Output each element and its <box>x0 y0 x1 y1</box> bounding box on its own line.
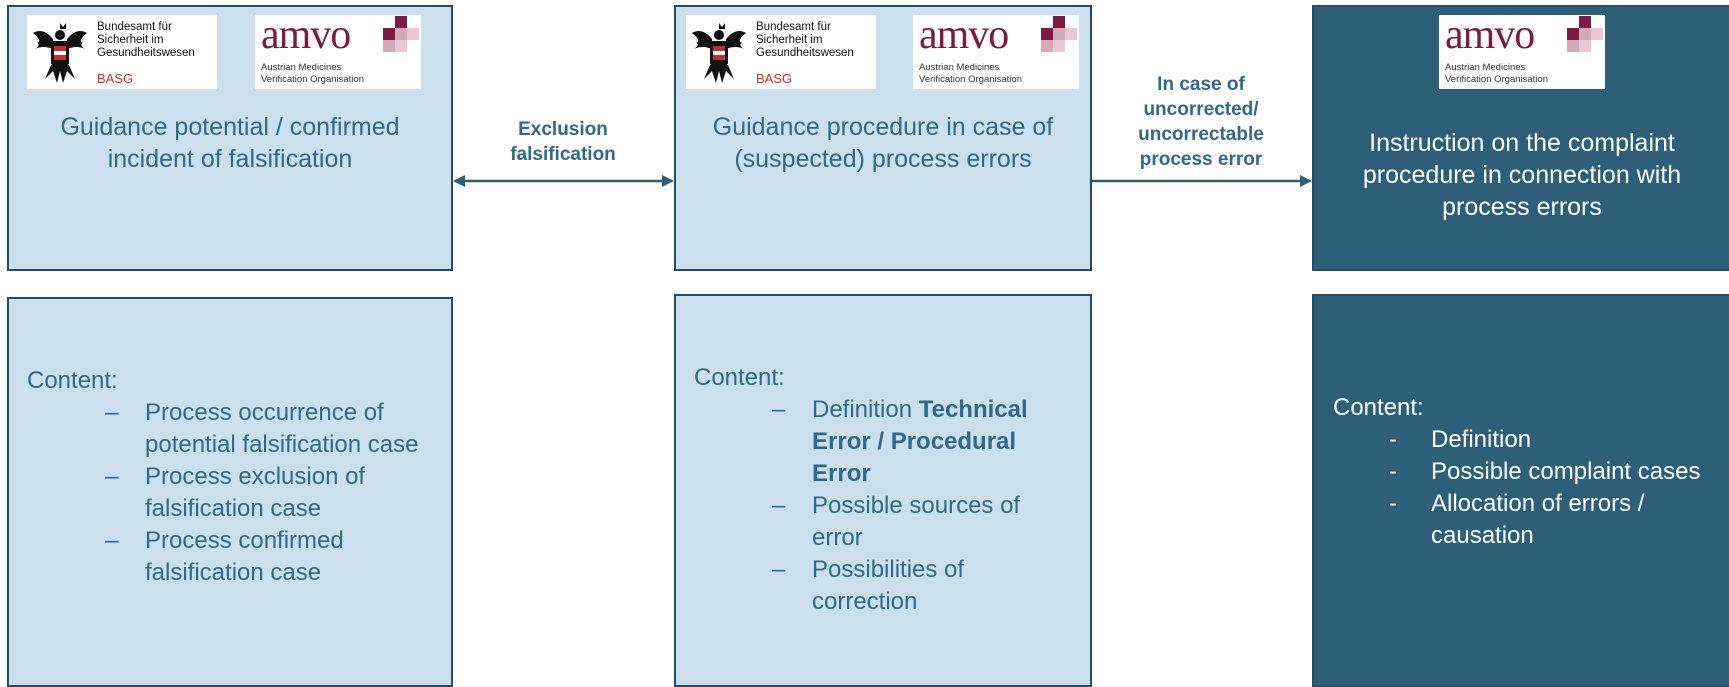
box-title: Instruction on the complaint procedure i… <box>1362 129 1682 221</box>
list-item: -Allocation of errors / causation <box>1389 490 1645 549</box>
list-item: –Process confirmed falsification case <box>105 527 344 586</box>
list-item: –Possible sources of error <box>772 492 1021 551</box>
box-title: Guidance potential / confirmed incident … <box>60 113 400 173</box>
list-item: -Possible complaint cases <box>1389 458 1701 485</box>
complaint-content-box: Content: -Definition -Possible complaint… <box>1312 294 1729 687</box>
list-item: –Process occurrence of potential falsifi… <box>105 399 419 458</box>
uncorrected-error-label: In case of uncorrected/ uncorrectable pr… <box>1138 74 1264 170</box>
process-error-content-box: Content: –Definition Technical Error / P… <box>674 294 1092 687</box>
list-item: -Definition <box>1389 426 1532 453</box>
content-heading: Content: <box>694 364 785 391</box>
list-item: –Definition Technical Error / Procedural… <box>772 396 1028 487</box>
list-item: –Process exclusion of falsification case <box>105 463 366 522</box>
content-heading: Content: <box>27 367 118 394</box>
list-item: –Possibilities of correction <box>772 556 965 615</box>
box-title: Guidance procedure in case of (suspected… <box>712 113 1054 173</box>
falsification-content-box: Content: –Process occurrence of potentia… <box>7 297 453 687</box>
exclusion-falsification-label: Exclusion falsification <box>510 119 616 165</box>
content-heading: Content: <box>1333 394 1424 421</box>
